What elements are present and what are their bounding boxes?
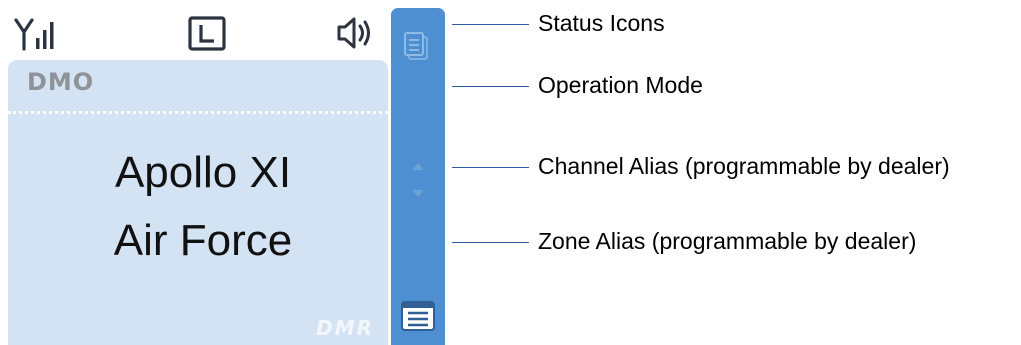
- status-bar: [0, 0, 390, 62]
- callout-operation-mode: Operation Mode: [538, 72, 703, 98]
- callout-status-icons: Status Icons: [538, 10, 665, 36]
- callout-channel-alias: Channel Alias (programmable by dealer): [538, 153, 950, 179]
- operation-mode: DMO: [27, 68, 95, 96]
- talkaround-icon: [188, 16, 226, 51]
- dmr-logo: DMR: [316, 316, 374, 340]
- scroll-arrows-icon[interactable]: [410, 160, 426, 200]
- callout-line-zone-alias: [452, 242, 529, 243]
- callout-line-status-icons: [452, 24, 529, 25]
- display-panel: DMO Apollo XI Air Force DMR: [8, 60, 388, 345]
- mode-divider: [8, 111, 388, 114]
- speaker-icon: [337, 17, 370, 49]
- zone-alias: Air Force: [113, 216, 293, 265]
- list-icon: [404, 32, 428, 60]
- callout-line-operation-mode: [452, 86, 529, 87]
- signal-strength-icon: [14, 18, 54, 51]
- callout-line-channel-alias: [452, 167, 529, 168]
- side-scroll-bar[interactable]: [391, 8, 445, 345]
- channel-alias: Apollo XI: [114, 148, 292, 197]
- menu-icon[interactable]: [400, 299, 436, 333]
- callout-zone-alias: Zone Alias (programmable by dealer): [538, 228, 917, 254]
